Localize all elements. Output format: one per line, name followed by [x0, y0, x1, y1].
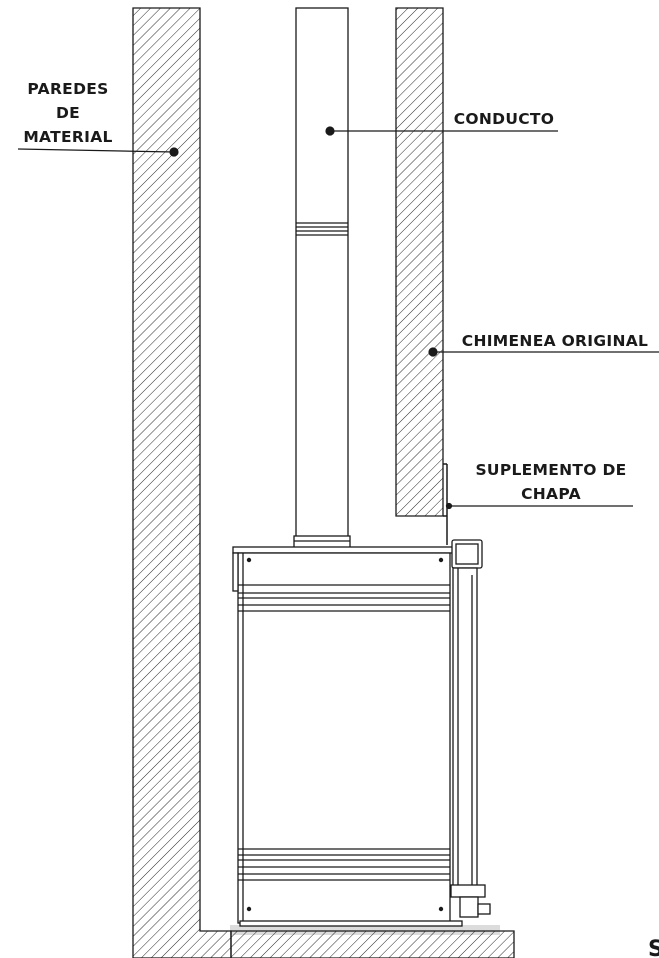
duct-label: CONDUCTO: [454, 110, 555, 128]
walls-label-line3: MATERIAL: [23, 128, 112, 146]
masonry-walls: [132, 7, 515, 958]
stove: [232, 546, 463, 927]
floor-slab: [230, 925, 500, 935]
sheet-supplement-label-line1: SUPLEMENTO DE: [475, 461, 626, 479]
original-chimney-wall: [395, 7, 444, 517]
left-wall: [132, 7, 232, 958]
floor-strip: [230, 930, 515, 958]
sheet-supplement-label-line2: CHAPA: [521, 485, 581, 503]
leader-lines: [17, 126, 659, 510]
stove-door: [450, 539, 491, 918]
cut-off-letter: S: [648, 937, 659, 958]
original-chimney-label: CHIMENEA ORIGINAL: [462, 332, 648, 350]
walls-label-line1: PAREDES: [27, 80, 108, 98]
flue-duct: [293, 7, 351, 549]
walls-label-line2: DE: [56, 104, 80, 122]
